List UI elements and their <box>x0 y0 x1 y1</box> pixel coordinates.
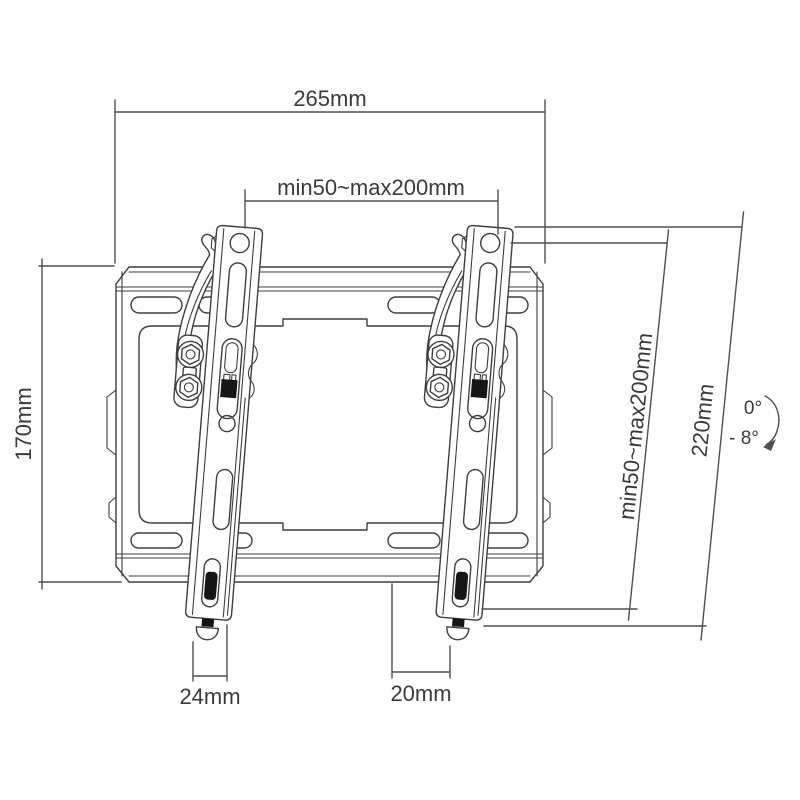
dimension-bottom-right-gap: 20mm <box>390 583 452 706</box>
dimension-plate-height: 170mm <box>11 258 122 590</box>
inner-panel <box>138 318 518 531</box>
dimension-vesa-horizontal: min50~max200mm <box>244 175 499 235</box>
dimension-label: min50~max200mm <box>277 175 465 200</box>
dimension-label: min50~max200mm <box>614 332 658 521</box>
tilt-lower-label: - 8° <box>729 428 759 449</box>
dimension-label: 20mm <box>390 681 451 706</box>
dimension-top-width: 265mm <box>114 86 546 264</box>
annotation-tilt-angle: 0° - 8° <box>729 395 780 451</box>
dimension-label: 24mm <box>179 684 240 709</box>
dimension-vesa-vertical: min50~max200mm <box>481 229 670 621</box>
dimension-bottom-left-gap: 24mm <box>179 624 241 709</box>
bracket-rail-left <box>152 221 269 643</box>
tilt-upper-label: 0° <box>744 398 762 419</box>
tilt-arc-arrow <box>764 395 780 446</box>
dimension-label: 265mm <box>293 86 366 111</box>
dimension-bracket-length: 220mm <box>483 211 745 641</box>
dimension-label: 220mm <box>686 383 718 458</box>
bracket-rail-right <box>403 221 519 643</box>
dimension-label: 170mm <box>11 387 36 460</box>
wall-plate-outline <box>115 266 544 583</box>
